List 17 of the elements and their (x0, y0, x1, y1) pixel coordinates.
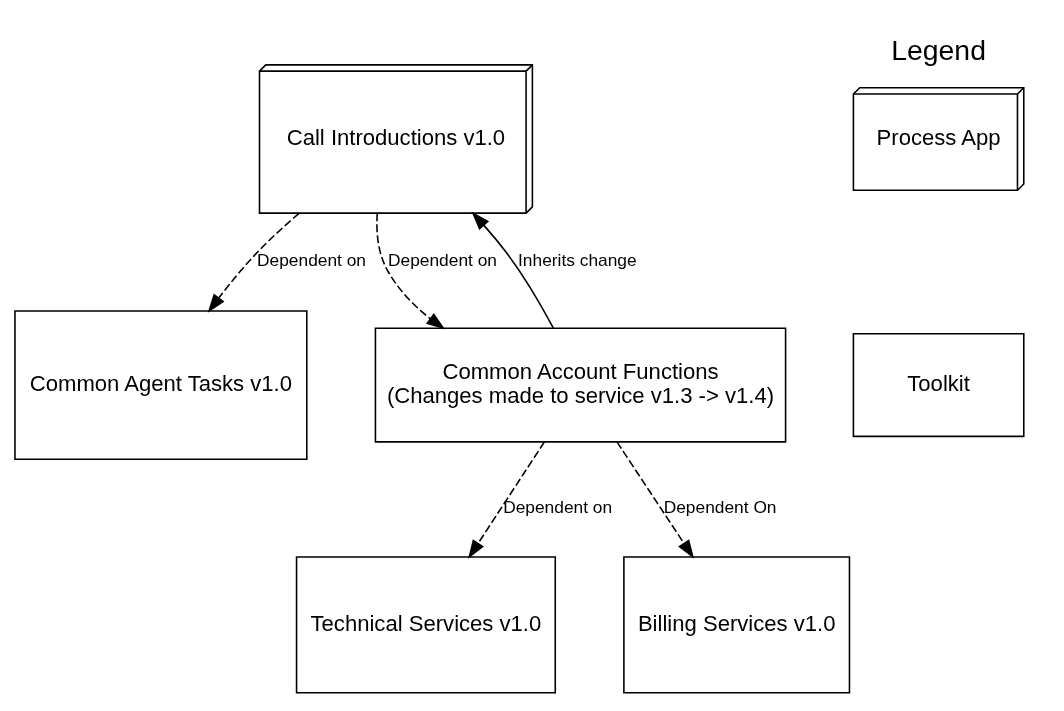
node-box: Common Account Functions (Changes made to service v1.3 -> v1.4) (374, 327, 787, 443)
arrow (468, 441, 546, 559)
node-box: Common Agent Tasks v1.0 (14, 310, 308, 460)
edge-label: Dependent on (257, 250, 367, 271)
arrow (616, 441, 695, 559)
node-box: Technical Services v1.0 (295, 556, 557, 694)
legend-label: Process App (876, 124, 1001, 150)
legend-label: Toolkit (907, 370, 970, 396)
edge-label: Dependent On (663, 496, 777, 517)
arrow (376, 212, 446, 330)
edge-label: Dependent on (503, 496, 613, 517)
label: Legend (891, 33, 986, 66)
arrow (471, 211, 555, 329)
node-box: Billing Services v1.0 (623, 556, 851, 694)
arrow (207, 212, 300, 313)
edge-label: Dependent on (387, 250, 497, 271)
edge-label: Inherits change (518, 250, 637, 271)
